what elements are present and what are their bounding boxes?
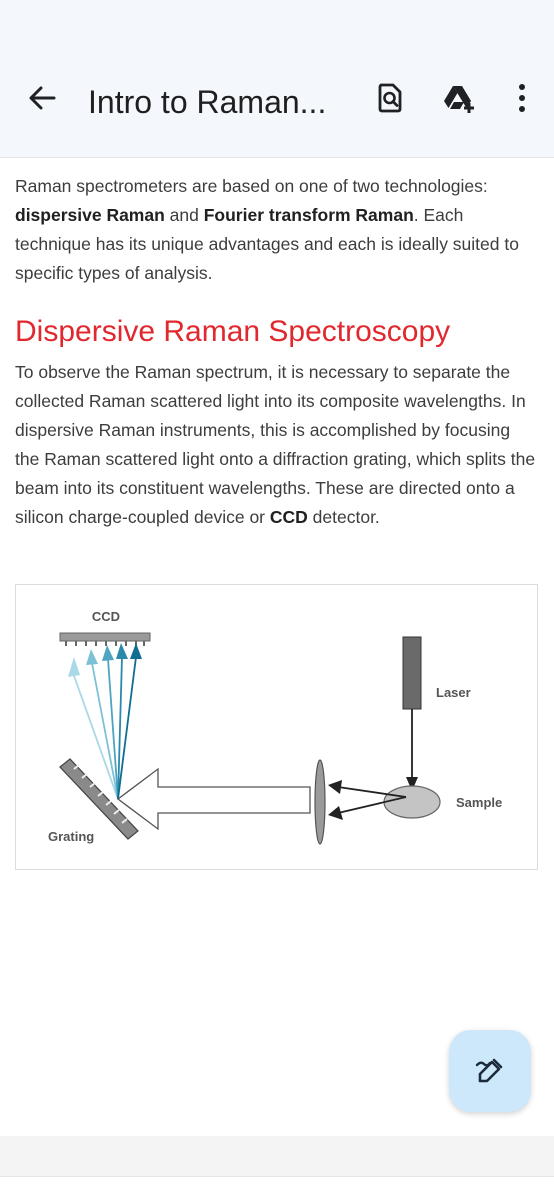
collection-lens	[314, 759, 326, 845]
ccd-label: CCD	[92, 609, 120, 624]
dispersive-raman-term: dispersive Raman	[15, 205, 165, 225]
grating	[59, 758, 139, 840]
ccd-detector	[59, 632, 151, 646]
fourier-transform-raman-term: Fourier transform Raman	[203, 205, 414, 225]
bottom-divider	[0, 1176, 554, 1177]
grating-label: Grating	[48, 829, 94, 844]
laser	[402, 636, 422, 710]
more-vert-icon[interactable]	[504, 80, 540, 116]
app-bar: Intro to Raman...	[0, 0, 554, 158]
page-title: Intro to Raman...	[88, 84, 327, 120]
edit-fab-button[interactable]	[449, 1030, 531, 1112]
intro-paragraph: Raman spectrometers are based on one of …	[15, 176, 519, 283]
scattered-light-arrows	[328, 780, 407, 820]
edit-pen-icon	[475, 1058, 503, 1083]
dispersive-paragraph: To observe the Raman spectrum, it is nec…	[15, 362, 536, 527]
article-body: Raman spectrometers are based on one of …	[15, 172, 537, 532]
diagram-svg: CCD Grating Laser	[48, 609, 502, 845]
collected-light-arrow	[116, 767, 311, 831]
sample	[383, 785, 441, 819]
add-to-drive-icon[interactable]	[440, 80, 476, 116]
find-in-page-icon[interactable]	[372, 80, 408, 116]
dispersed-beams	[68, 643, 142, 800]
laser-beam	[406, 709, 418, 791]
sample-label: Sample	[456, 795, 502, 810]
bottom-nav-area	[0, 1136, 554, 1176]
dispersive-raman-diagram: CCD Grating Laser	[15, 584, 538, 870]
laser-label: Laser	[436, 685, 471, 700]
back-arrow-icon[interactable]	[24, 80, 60, 116]
section-heading: Dispersive Raman Spectroscopy	[15, 315, 451, 348]
ccd-term: CCD	[269, 507, 308, 527]
